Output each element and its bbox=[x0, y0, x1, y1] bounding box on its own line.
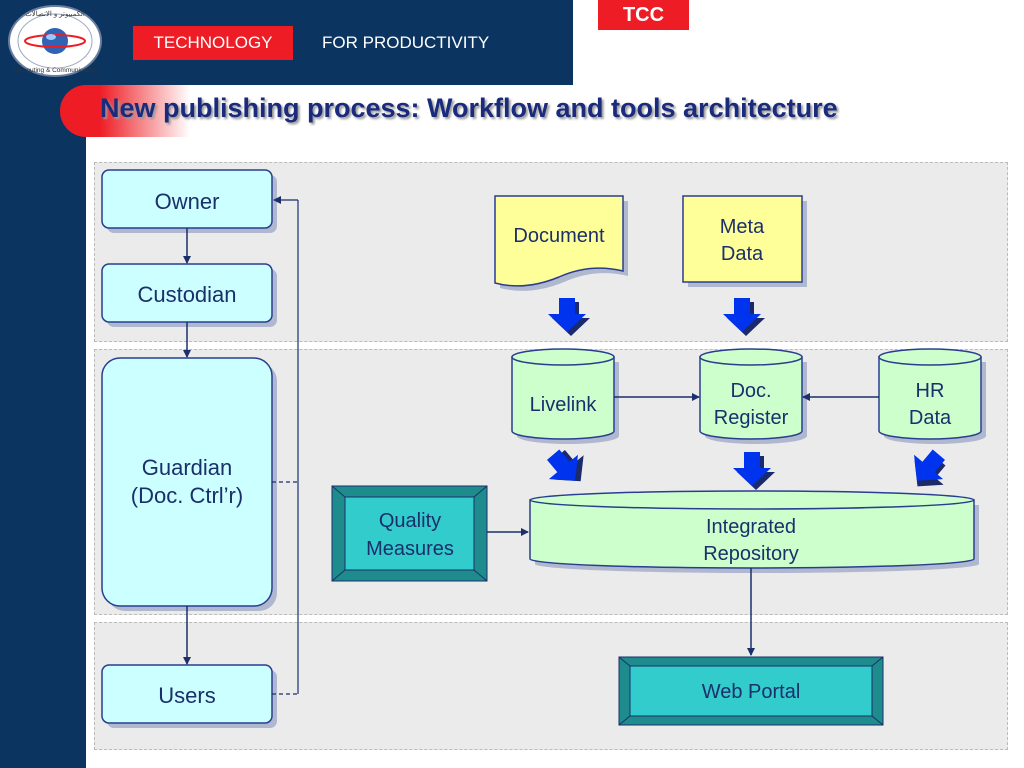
guardian-label-line2: (Doc. Ctrl’r) bbox=[131, 483, 243, 508]
livelink-cylinder: Livelink bbox=[511, 348, 619, 444]
livelink-label: Livelink bbox=[530, 394, 598, 416]
web-portal-box: Web Portal bbox=[618, 656, 884, 726]
meta-data-label-line2: Data bbox=[721, 243, 764, 265]
custodian-label: Custodian bbox=[137, 282, 236, 307]
technology-badge: TECHNOLOGY bbox=[133, 26, 293, 60]
docregister-to-repository-arrow bbox=[733, 452, 775, 490]
doc-register-label-line2: Register bbox=[714, 407, 789, 429]
feedback-loop bbox=[272, 196, 299, 695]
hr-data-label-line2: Data bbox=[909, 407, 952, 429]
metadata-to-docregister-arrow bbox=[723, 298, 765, 336]
hr-data-cylinder: HR Data bbox=[878, 348, 986, 444]
users-label: Users bbox=[158, 683, 215, 708]
hr-data-label-line1: HR bbox=[916, 380, 945, 402]
meta-data-label-line1: Meta bbox=[720, 216, 765, 238]
owner-label: Owner bbox=[155, 189, 220, 214]
integrated-repository-label-line1: Integrated bbox=[706, 516, 796, 538]
doc-register-label-line1: Doc. bbox=[730, 380, 771, 402]
guardian-label-line1: Guardian bbox=[142, 455, 233, 480]
quality-measures-label-line2: Measures bbox=[366, 538, 454, 560]
integrated-repository-label-line2: Repository bbox=[703, 543, 799, 565]
productivity-label: FOR PRODUCTIVITY bbox=[322, 33, 490, 52]
integrated-repository: Integrated Repository bbox=[529, 490, 979, 573]
document-shape: Document bbox=[494, 195, 628, 291]
quality-measures-box: Quality Measures bbox=[331, 485, 488, 582]
owner-box: Owner bbox=[101, 169, 277, 233]
tcc-badge: TCC bbox=[598, 0, 689, 30]
livelink-to-repository-arrow bbox=[547, 449, 584, 482]
page-title: New publishing process: Workflow and too… bbox=[100, 93, 838, 123]
meta-data-box: Meta Data bbox=[682, 195, 807, 287]
document-label: Document bbox=[513, 225, 605, 247]
hrdata-to-repository-arrow bbox=[914, 449, 946, 487]
users-box: Users bbox=[101, 664, 277, 728]
company-logo: الكمبيوتر و الاتصالات Computing & Commun… bbox=[8, 5, 102, 77]
logo-english-text: Computing & Communication bbox=[13, 67, 98, 74]
logo-arabic-text: الكمبيوتر و الاتصالات bbox=[25, 10, 85, 18]
quality-measures-label-line1: Quality bbox=[379, 510, 441, 532]
web-portal-label: Web Portal bbox=[702, 681, 801, 703]
document-to-livelink-arrow bbox=[548, 298, 590, 336]
guardian-box: Guardian (Doc. Ctrl’r) bbox=[101, 357, 277, 611]
custodian-box: Custodian bbox=[101, 263, 277, 327]
title-bar bbox=[60, 85, 900, 137]
doc-register-cylinder: Doc. Register bbox=[699, 348, 807, 444]
